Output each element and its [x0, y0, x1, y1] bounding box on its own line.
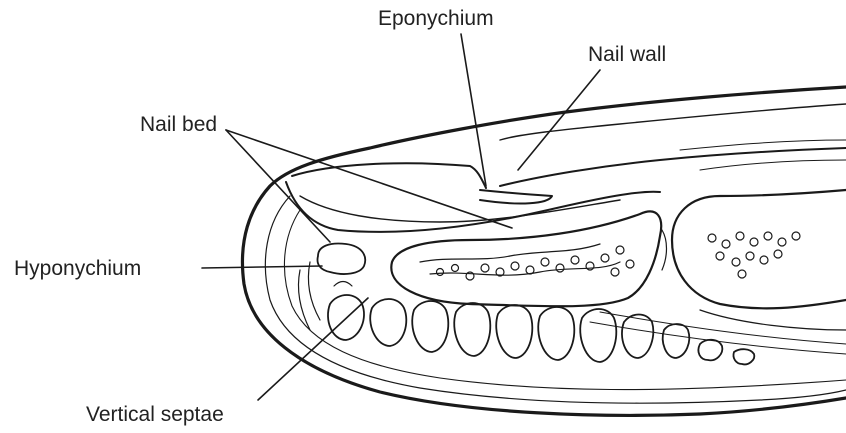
- middle-phalanx: [672, 190, 846, 308]
- nail-plate-lower: [300, 196, 620, 222]
- nail-bed-leader-2: [226, 130, 512, 228]
- nail-wall-leader: [518, 70, 600, 170]
- label-nail-wall: Nail wall: [588, 44, 666, 65]
- eponychium-leader: [461, 34, 486, 186]
- leader-lines: [202, 34, 600, 400]
- label-hyponychium: Hyponychium: [14, 258, 141, 279]
- hyponychium-leader: [202, 266, 322, 268]
- dermal-layer-5: [700, 160, 846, 170]
- nail-wall-fold: [292, 148, 846, 188]
- label-nail-bed: Nail bed: [140, 114, 217, 135]
- hyponychium-pad: [318, 244, 366, 275]
- label-eponychium: Eponychium: [378, 8, 494, 29]
- distal-phalanx: [391, 211, 661, 306]
- dermal-layer-1: [500, 104, 846, 140]
- label-vertical-septae: Vertical septae: [86, 404, 224, 425]
- nail-bed-leader-1: [226, 130, 330, 242]
